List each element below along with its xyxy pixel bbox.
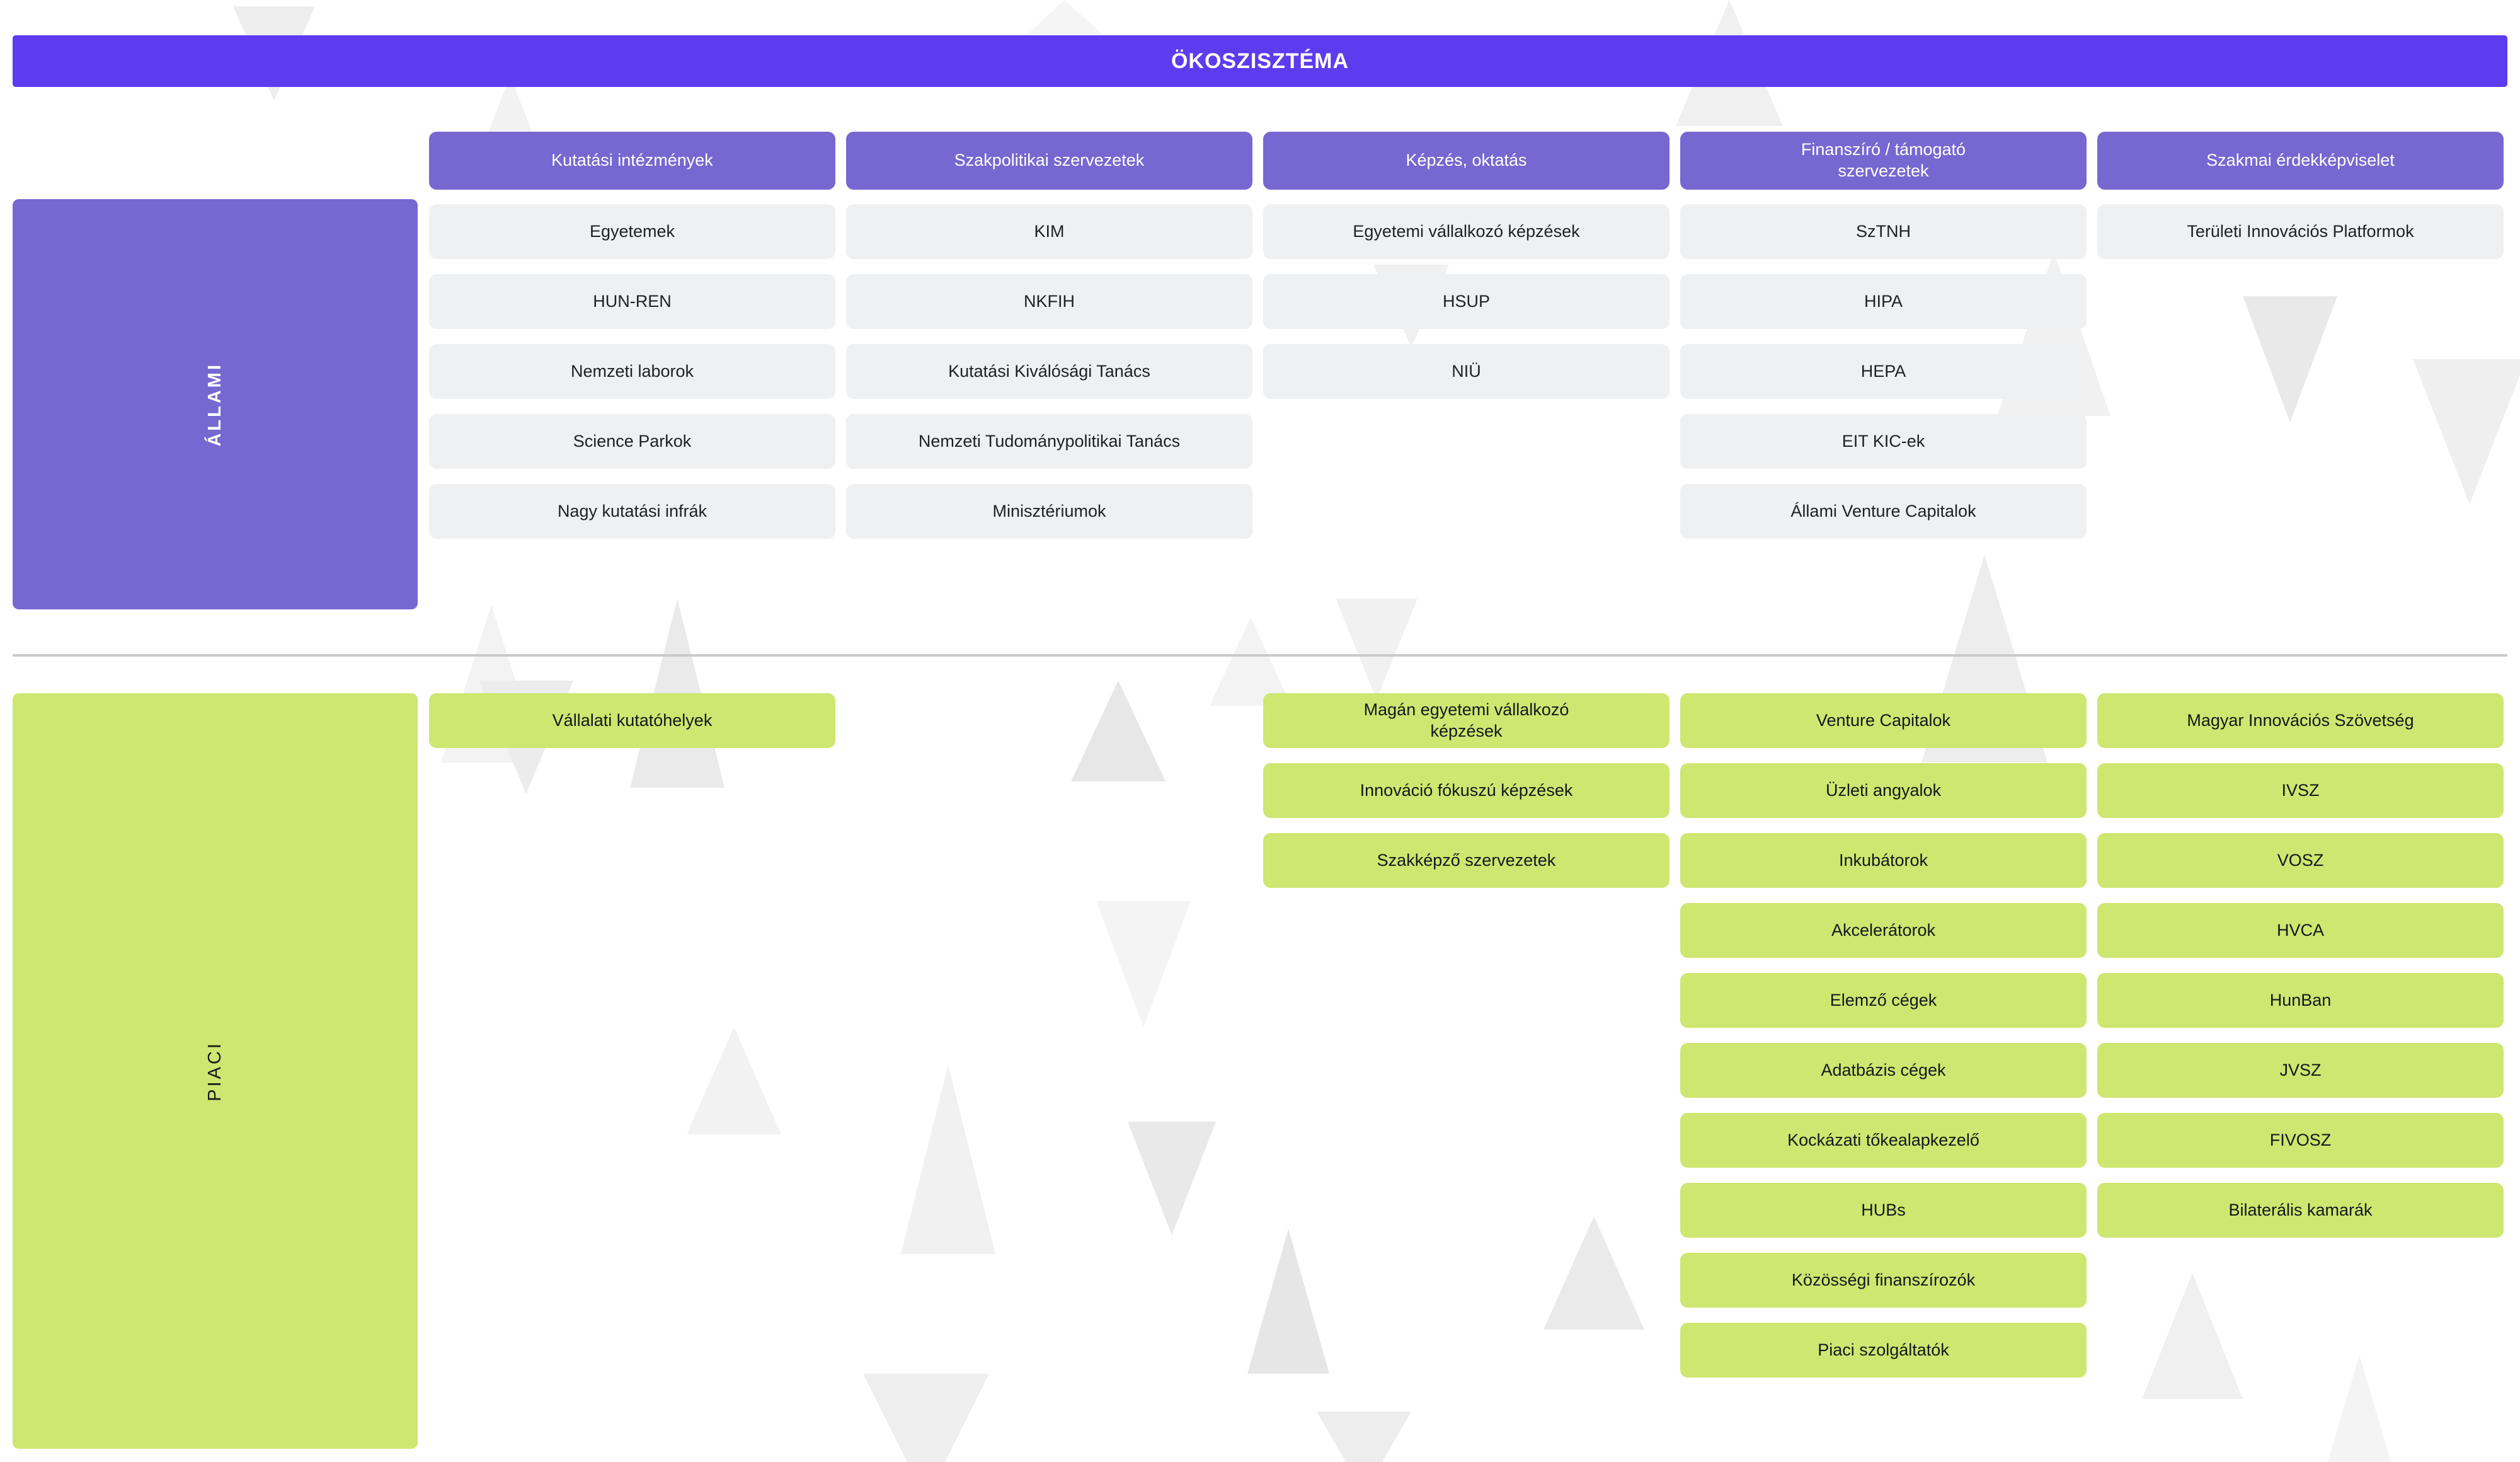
- grid-cell: Nagy kutatási infrák: [429, 484, 835, 539]
- background-triangle: [2142, 1273, 2243, 1399]
- section-label-allami: ÁLLAMI: [13, 199, 418, 609]
- grid-cell: Science Parkok: [429, 414, 835, 469]
- background-triangle: [863, 1374, 989, 1462]
- background-triangle: [1071, 681, 1166, 781]
- background-triangle: [1096, 901, 1191, 1027]
- grid-cell: HSUP: [1263, 274, 1670, 329]
- grid-cell: FIVOSZ: [2097, 1113, 2504, 1168]
- background-triangle: [901, 1065, 995, 1254]
- section-label-piaci-text: PIACI: [205, 1040, 225, 1102]
- background-triangle: [2318, 1355, 2400, 1462]
- grid-cell: HIPA: [1680, 274, 2087, 329]
- grid-cell: Venture Capitalok: [1680, 693, 2087, 748]
- grid-cell: HUN-REN: [429, 274, 835, 329]
- allami-column-2: KIM NKFIH Kutatási Kiválósági Tanács Nem…: [846, 204, 1252, 539]
- grid-cell: Innováció fókuszú képzések: [1263, 763, 1670, 818]
- background-triangle: [1128, 1122, 1216, 1235]
- allami-column-4: SzTNH HIPA HEPA EIT KIC-ek Állami Ventur…: [1680, 204, 2087, 539]
- grid-cell: Területi Innovációs Platformok: [2097, 204, 2504, 259]
- grid-cell: Akcelerátorok: [1680, 903, 2087, 958]
- grid-cell: HEPA: [1680, 344, 2087, 399]
- grid-cell: Egyetemek: [429, 204, 835, 259]
- grid-cell: Piaci szolgáltatók: [1680, 1323, 2087, 1378]
- grid-cell: IVSZ: [2097, 763, 2504, 818]
- piaci-column-3: Magán egyetemi vállalkozó képzések Innov…: [1263, 693, 1670, 888]
- grid-cell: SzTNH: [1680, 204, 2087, 259]
- background-triangle: [1317, 1412, 1411, 1462]
- grid-cell: NIÜ: [1263, 344, 1670, 399]
- allami-column-1: Egyetemek HUN-REN Nemzeti laborok Scienc…: [429, 204, 835, 539]
- grid-cell: Nemzeti laborok: [429, 344, 835, 399]
- column-header-finanszirozo-tamogato: Finanszíró / támogató szervezetek: [1680, 132, 2087, 190]
- grid-cell: HVCA: [2097, 903, 2504, 958]
- background-triangle: [1336, 599, 1418, 699]
- grid-cell: Magán egyetemi vállalkozó képzések: [1263, 693, 1670, 748]
- grid-cell: Egyetemi vállalkozó képzések: [1263, 204, 1670, 259]
- background-triangle: [2243, 296, 2337, 422]
- section-label-allami-text: ÁLLAMI: [205, 362, 225, 447]
- grid-cell: Minisztériumok: [846, 484, 1252, 539]
- piaci-column-5: Magyar Innovációs Szövetség IVSZ VOSZ HV…: [2097, 693, 2504, 1238]
- background-triangle: [687, 1027, 781, 1134]
- grid-cell: VOSZ: [2097, 833, 2504, 888]
- grid-cell: Üzleti angyalok: [1680, 763, 2087, 818]
- allami-column-5: Területi Innovációs Platformok: [2097, 204, 2504, 259]
- grid-cell: Magyar Innovációs Szövetség: [2097, 693, 2504, 748]
- column-header-kutatasi-intezmenyek: Kutatási intézmények: [429, 132, 835, 190]
- grid-cell: Közösségi finanszírozók: [1680, 1253, 2087, 1308]
- grid-cell: EIT KIC-ek: [1680, 414, 2087, 469]
- background-triangle: [1544, 1216, 1644, 1330]
- grid-cell: Elemző cégek: [1680, 973, 2087, 1028]
- grid-cell: Kockázati tőkealapkezelő: [1680, 1113, 2087, 1168]
- column-header-szakpolitikai-szervezetek: Szakpolitikai szervezetek: [846, 132, 1252, 190]
- grid-cell: Állami Venture Capitalok: [1680, 484, 2087, 539]
- piaci-column-4: Venture Capitalok Üzleti angyalok Inkubá…: [1680, 693, 2087, 1378]
- banner-title: ÖKOSZISZTÉMA: [1171, 49, 1349, 73]
- grid-cell: Kutatási Kiválósági Tanács: [846, 344, 1252, 399]
- allami-column-3: Egyetemi vállalkozó képzések HSUP NIÜ: [1263, 204, 1670, 399]
- background-triangle: [1247, 1229, 1329, 1374]
- section-label-piaci: PIACI: [13, 693, 418, 1449]
- grid-cell: KIM: [846, 204, 1252, 259]
- grid-cell: Nemzeti Tudománypolitikai Tanács: [846, 414, 1252, 469]
- grid-cell: Adatbázis cégek: [1680, 1043, 2087, 1098]
- banner: ÖKOSZISZTÉMA: [13, 35, 2507, 87]
- piaci-column-1: Vállalati kutatóhelyek: [429, 693, 835, 748]
- column-header-kepzes-oktatas: Képzés, oktatás: [1263, 132, 1670, 190]
- grid-cell: HunBan: [2097, 973, 2504, 1028]
- section-divider: [13, 654, 2507, 657]
- grid-cell: NKFIH: [846, 274, 1252, 329]
- background-triangle: [1210, 618, 1292, 706]
- grid-cell: Szakképző szervezetek: [1263, 833, 1670, 888]
- grid-cell: Vállalati kutatóhelyek: [429, 693, 835, 748]
- background-triangle: [2413, 359, 2520, 504]
- grid-cell: Bilaterális kamarák: [2097, 1183, 2504, 1238]
- column-header-szakmai-erdekkepviselet: Szakmai érdekképviselet: [2097, 132, 2504, 190]
- grid-cell: HUBs: [1680, 1183, 2087, 1238]
- grid-cell: Inkubátorok: [1680, 833, 2087, 888]
- grid-cell: JVSZ: [2097, 1043, 2504, 1098]
